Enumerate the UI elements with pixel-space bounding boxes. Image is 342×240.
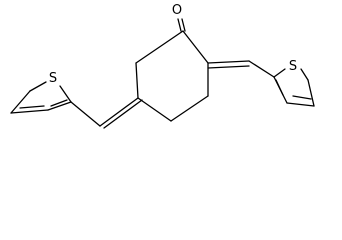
sulfur-atom-label-right: S: [289, 59, 297, 74]
carbonyl-double-bond: [177, 18, 186, 32]
left-methylidene-bond: [70, 97, 143, 129]
right-methylidene-bond: [207, 60, 275, 78]
chemical-structure: O S S: [10, 3, 315, 129]
oxygen-atom-label: O: [172, 3, 182, 18]
sulfur-atom-label-left: S: [49, 71, 57, 86]
cyclohexanone-ring: [135, 30, 209, 122]
left-thiophene-ring: [10, 81, 72, 114]
right-thiophene-ring: [273, 68, 315, 107]
